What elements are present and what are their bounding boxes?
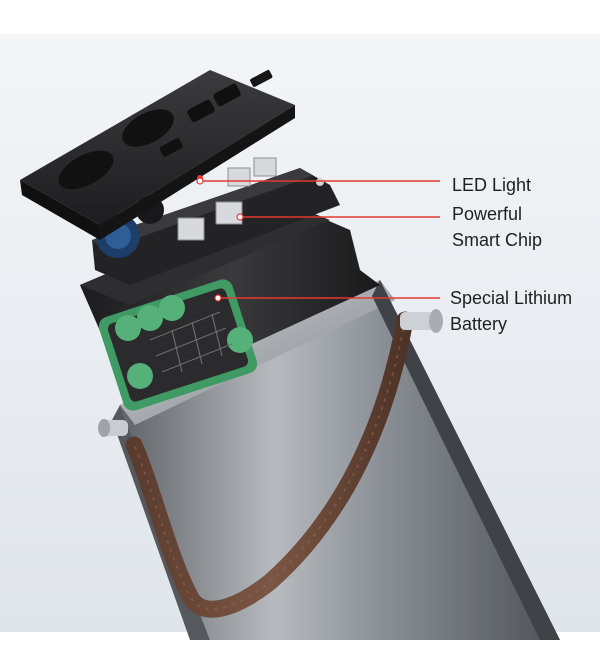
leather-strap <box>125 311 414 618</box>
callout-label-lithium-battery: Special Lithium Battery <box>450 288 573 334</box>
callout-lines <box>200 180 440 299</box>
callout-dot-chip <box>236 213 244 221</box>
callout-dot-led <box>196 177 204 185</box>
lithium-battery-pack <box>98 279 258 411</box>
top-lid <box>20 70 295 240</box>
right-knob <box>400 309 443 333</box>
callout-dots <box>196 177 244 302</box>
callout-dot-battery <box>214 294 222 302</box>
callout-label-smart-chip: Powerful Smart Chip <box>452 204 543 250</box>
top-white-band <box>0 0 600 34</box>
left-knob <box>98 419 128 437</box>
callout-label-led-light: LED Light <box>452 175 532 195</box>
